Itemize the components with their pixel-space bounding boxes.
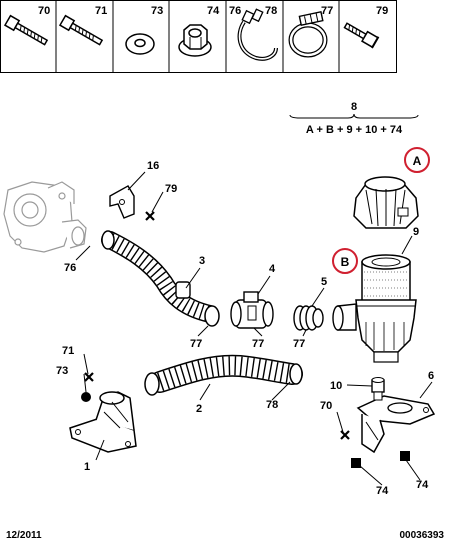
bellows-5-drawing [293,305,324,331]
bolt-symbol [84,372,94,382]
washer-icon [125,33,155,55]
kit-ref: 8 [351,101,357,113]
callout-77: 77 [190,338,202,350]
callout-10: 10 [330,380,342,392]
marker-circle [332,248,358,274]
leader-lines [75,171,433,486]
callouts: 16 79 76 3 4 5 9 77 77 77 71 73 2 78 1 1… [56,160,434,497]
callout-2: 2 [196,403,202,415]
callout-76: 76 [64,262,76,274]
callout-71: 71 [62,345,74,357]
flange-nut-icon [178,24,212,57]
hose-3-drawing [101,230,220,327]
callout-77: 77 [293,338,305,350]
kit-label: 8 A + B + 9 + 10 + 74 [289,101,419,136]
symbol-markers [81,211,410,468]
duct-1-drawing [69,391,137,453]
footer-code: 00036393 [399,530,445,541]
fastener-ref: 79 [376,5,388,17]
filter-cover-a-drawing [353,176,419,229]
fastener-ref: 73 [151,5,163,17]
kit-brace [289,113,419,119]
bolt-icon [58,14,104,46]
kit-formula: A + B + 9 + 10 + 74 [306,124,403,136]
callout-5: 5 [321,276,327,288]
callout-79: 79 [165,183,177,195]
callout-78: 78 [266,399,278,411]
marker-b: B [332,248,358,274]
washer-symbol [81,392,91,402]
fastener-cell-70: 70 [3,5,50,46]
hose-2-drawing [144,354,303,396]
bolt-icon [3,14,49,46]
footer-date: 12/2011 [6,530,42,541]
fastener-ref: 70 [38,5,50,17]
marker-b-label: B [341,255,350,269]
mount-10-drawing [371,377,385,401]
fastener-ref: 77 [321,5,333,17]
callout-1: 1 [84,461,90,473]
marker-a-label: A [413,154,422,168]
fastener-ref: 78 [265,5,277,17]
bolt-symbol [145,211,155,221]
callout-9: 9 [413,226,419,238]
fastener-cell-79: 79 [343,5,388,49]
bracket-6-drawing [356,395,436,454]
connector-4-drawing [230,291,274,329]
fastener-table: 70 71 73 74 [0,0,397,73]
filter-body-drawing [332,254,417,363]
spring-clip-icon [237,8,278,61]
nut-symbol [400,451,410,461]
fastener-ref: 76 [229,5,241,17]
callout-16: 16 [147,160,159,172]
fastener-ref: 74 [207,5,220,17]
fastener-cell-71: 71 [58,5,107,46]
marker-circle [404,147,430,173]
callout-74: 74 [376,485,389,497]
callout-73: 73 [56,365,68,377]
turbocharger-drawing [3,181,87,253]
callout-6: 6 [428,370,434,382]
fastener-ref: 71 [95,5,107,17]
fastener-cell-74: 74 [178,5,220,57]
fastener-cell-76-78: 76 78 [229,5,278,61]
fastener-cell-73: 73 [125,5,163,55]
bracket-16-drawing [109,185,135,219]
callout-77: 77 [252,338,264,350]
short-bolt-icon [343,22,380,49]
callout-4: 4 [269,263,276,275]
callout-74: 74 [416,479,429,491]
bolt-symbol [340,430,350,440]
callout-3: 3 [199,255,205,267]
callout-70: 70 [320,400,332,412]
nut-symbol [351,458,361,468]
hose-clamp-icon [288,10,328,58]
fastener-cell-77: 77 [288,5,333,58]
marker-a: A [404,147,430,173]
